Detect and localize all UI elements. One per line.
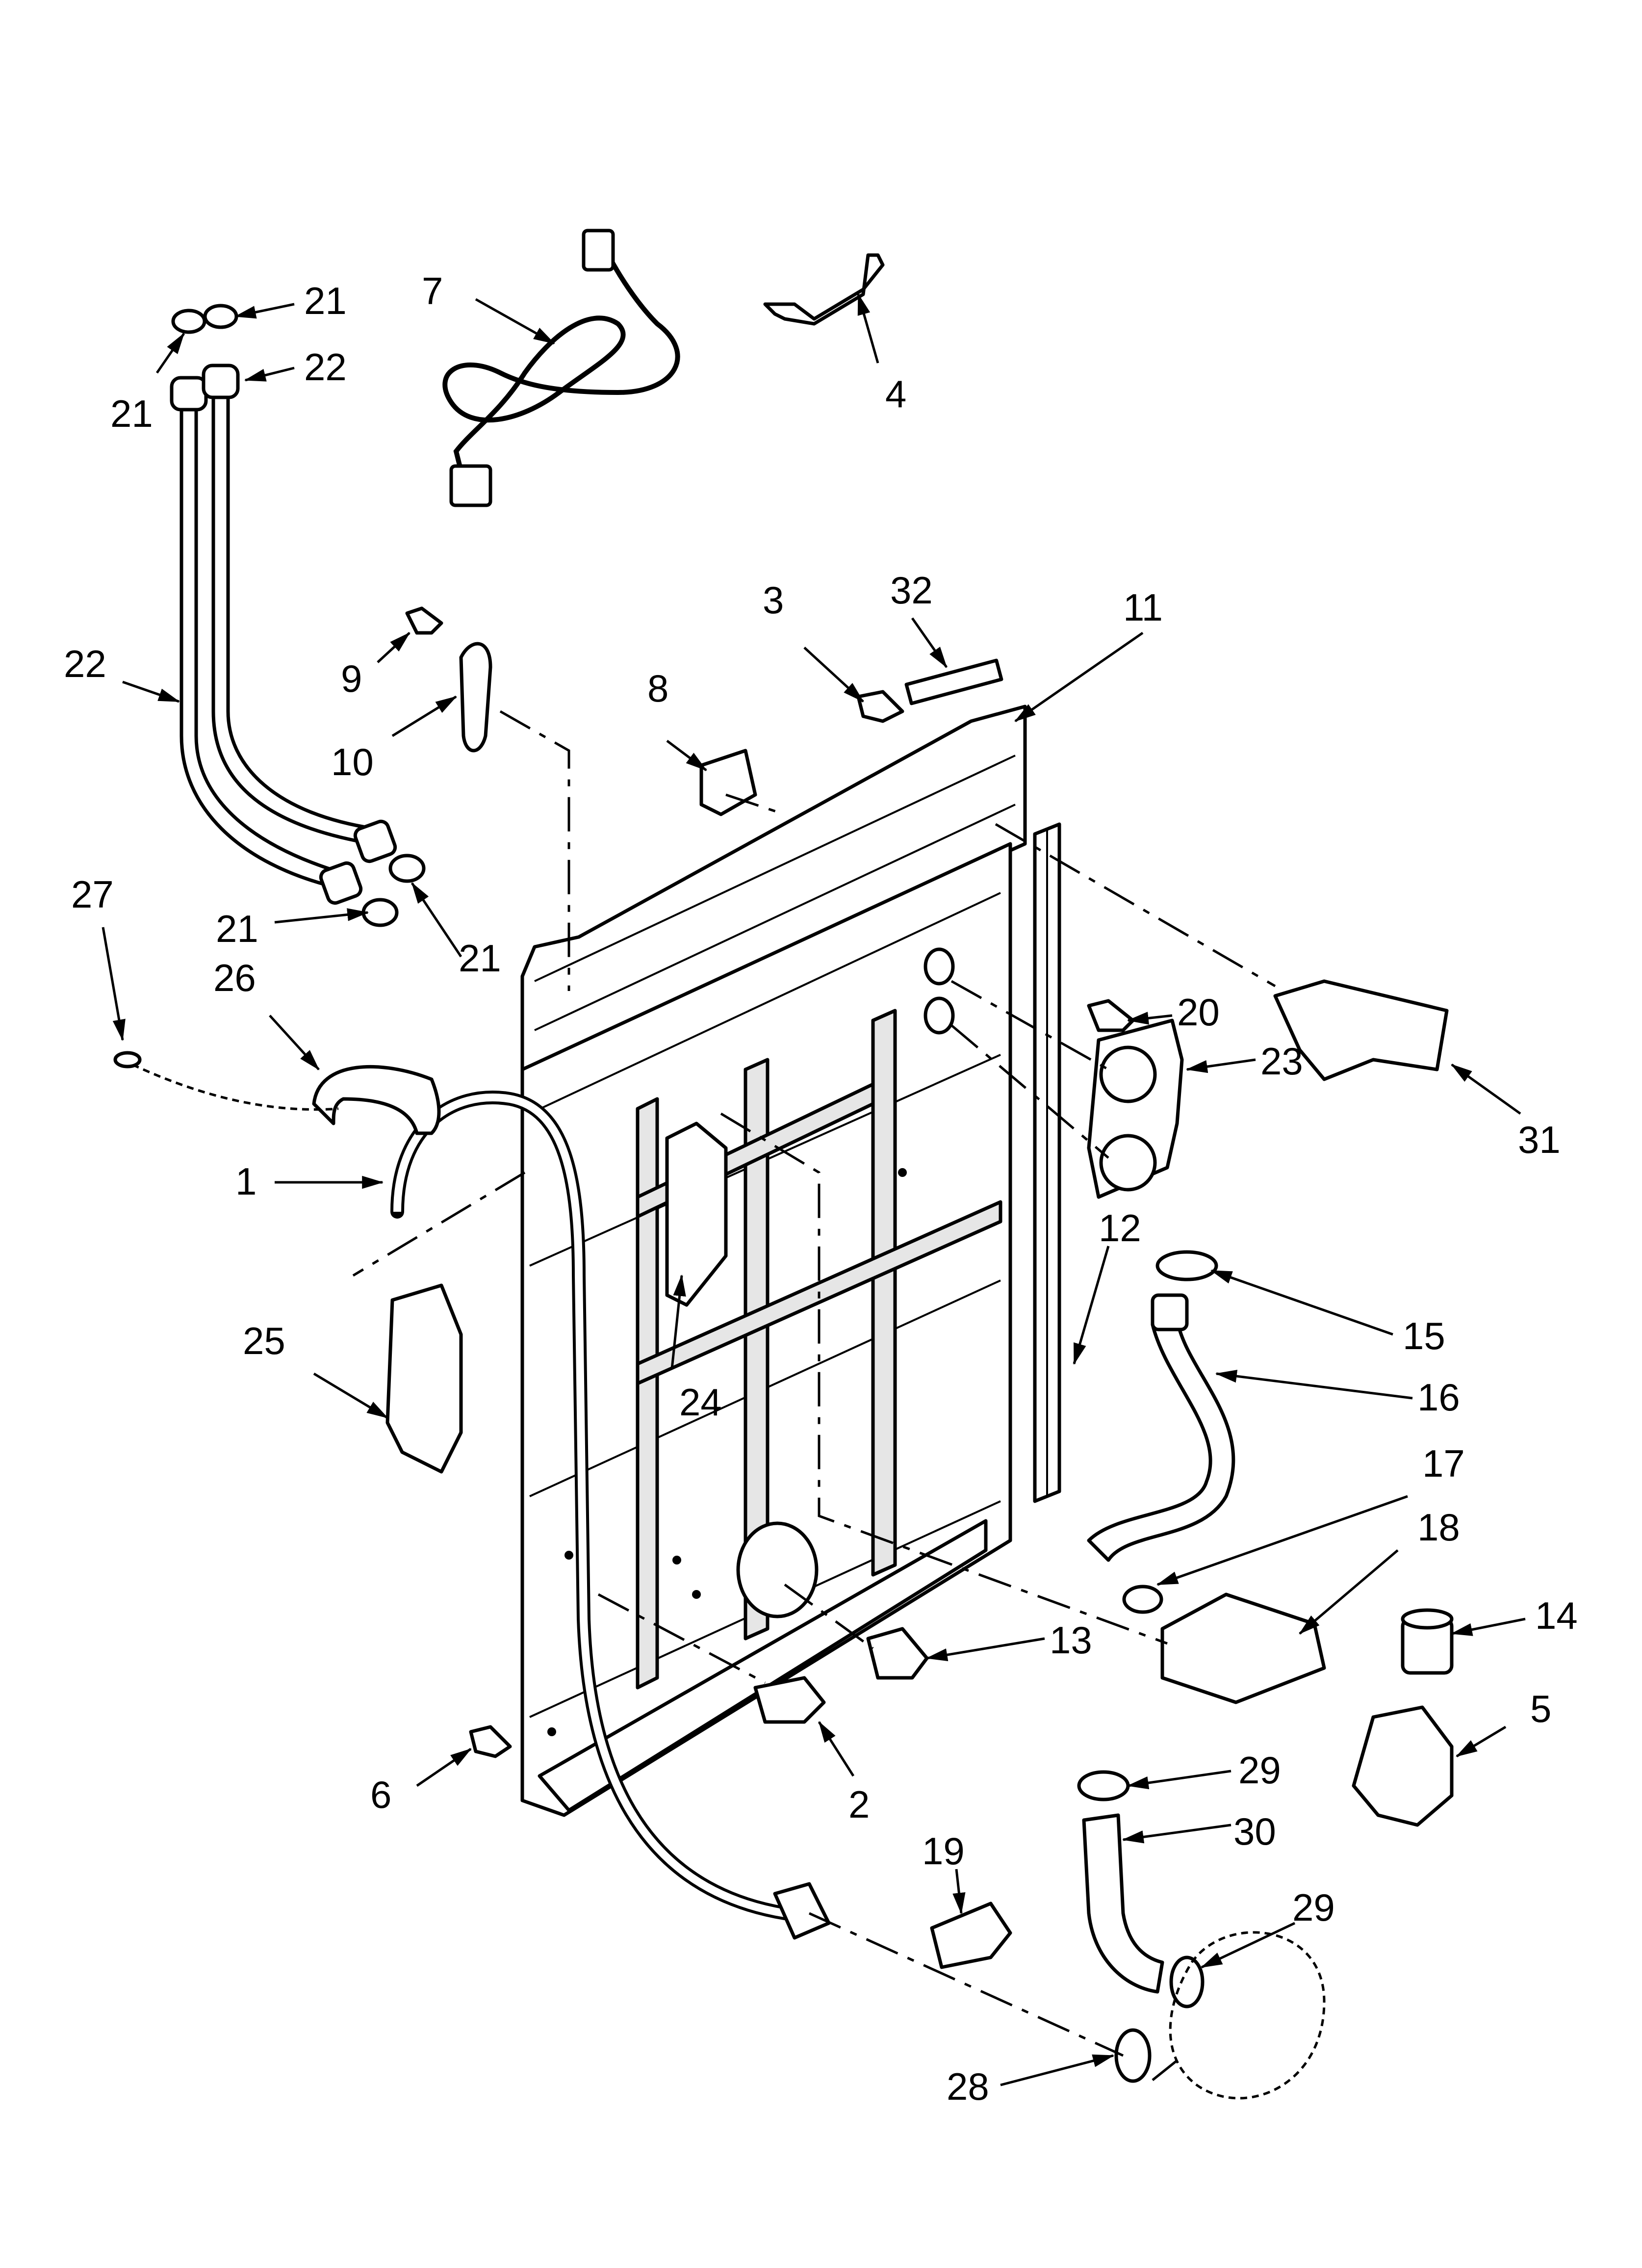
callout-4: 4 (885, 372, 906, 416)
screw-6 (469, 1725, 512, 1758)
callout-19: 19 (922, 1829, 965, 1873)
callout-29a: 29 (1238, 1748, 1281, 1792)
bracket-4 (763, 253, 885, 326)
callout-14: 14 (1535, 1594, 1578, 1637)
clip-8 (699, 749, 757, 816)
hose-16 (1087, 1318, 1235, 1562)
rear-panel (520, 704, 1027, 1817)
capacitor-14 (1401, 1608, 1454, 1675)
hose-strap-26 (312, 1065, 441, 1135)
callout-20: 20 (1177, 991, 1220, 1034)
leader-arrows (102, 293, 1526, 2086)
callout-21a: 21 (304, 279, 347, 322)
side-channel (1033, 822, 1061, 1503)
callout-22b: 22 (64, 642, 106, 685)
callout-28: 28 (947, 2065, 989, 2108)
cable-tie-27 (131, 1063, 339, 1111)
shield-31 (1273, 979, 1449, 1081)
clamp-28 (1114, 2028, 1152, 2083)
callout-labels: 1 2 3 4 5 6 7 8 9 10 11 12 13 14 15 16 1… (64, 269, 1578, 2108)
strap-and-screw (405, 606, 492, 753)
callout-31: 31 (1518, 1118, 1561, 1161)
callout-16: 16 (1417, 1376, 1460, 1419)
power-cord (442, 229, 680, 507)
clamp-29a (1077, 1770, 1130, 1801)
inlet-hoses (170, 364, 397, 905)
clamp-2 (753, 1676, 826, 1724)
callout-12: 12 (1099, 1206, 1141, 1250)
assembly-lines (352, 710, 1276, 2081)
callout-15: 15 (1403, 1314, 1445, 1357)
callout-18: 18 (1417, 1506, 1460, 1549)
callout-22a: 22 (304, 345, 347, 389)
callout-23: 23 (1260, 1040, 1303, 1083)
callout-5: 5 (1530, 1687, 1551, 1730)
hose-30 (1082, 1813, 1164, 1994)
bracket-18 (1160, 1592, 1326, 1704)
callout-13: 13 (1050, 1618, 1092, 1662)
strip-32 (904, 658, 1003, 705)
callout-25: 25 (243, 1319, 285, 1362)
clamp-15 (1155, 1250, 1218, 1281)
callout-3: 3 (763, 578, 784, 622)
pump-outline (1169, 1931, 1326, 2100)
callout-2: 2 (848, 1783, 870, 1826)
callout-8: 8 (647, 667, 668, 710)
bracket-24 (665, 1121, 728, 1307)
clamp-29b (1169, 1955, 1205, 2008)
screw-3 (856, 690, 904, 723)
callout-10: 10 (331, 740, 374, 783)
water-valve (1087, 999, 1184, 1199)
callout-29b: 29 (1292, 1886, 1335, 1929)
hose-guide-25 (385, 1283, 463, 1474)
callout-32: 32 (890, 569, 933, 612)
coupler-19 (930, 1902, 1012, 1969)
callout-9: 9 (341, 657, 362, 700)
callout-27: 27 (71, 873, 114, 916)
callout-1: 1 (235, 1160, 257, 1203)
callout-6: 6 (370, 1773, 391, 1816)
callout-26: 26 (213, 956, 256, 999)
clamp-17 (1122, 1585, 1163, 1614)
callout-21c: 21 (216, 907, 258, 950)
callout-17: 17 (1422, 1442, 1465, 1485)
callout-7: 7 (422, 269, 443, 313)
callout-11: 11 (1123, 586, 1163, 629)
callout-21d: 21 (459, 937, 501, 980)
callout-21b: 21 (110, 392, 153, 435)
callout-30: 30 (1233, 1810, 1276, 1853)
callout-24: 24 (679, 1381, 722, 1424)
pump-5 (1352, 1705, 1454, 1827)
plug-13 (866, 1627, 929, 1680)
